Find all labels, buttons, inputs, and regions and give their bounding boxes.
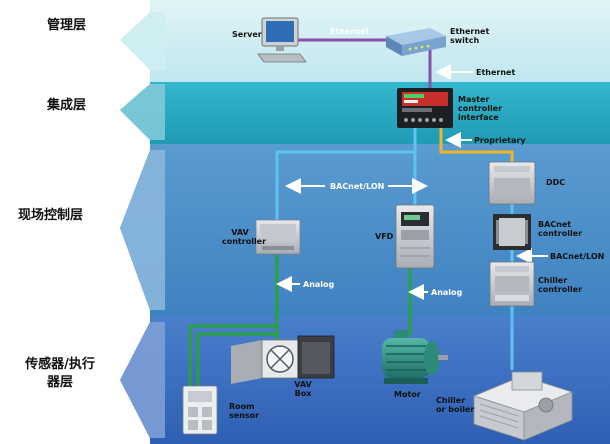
proprietary-line-to-ddc <box>439 128 514 162</box>
motor-label: Motor <box>394 390 421 399</box>
layer-label-sensor-actuator: 传感器/执行器层 <box>25 357 95 390</box>
ethernet-switch-icon <box>386 28 446 56</box>
bacnet-controller-label: BACnet controller <box>538 220 583 238</box>
vav-box-icon <box>231 335 335 384</box>
bacnet-controller-icon <box>493 214 531 250</box>
vfd-icon <box>395 204 435 269</box>
layer-label-management: 管理层 <box>47 18 87 33</box>
vav-box-label: VAV Box <box>294 380 312 398</box>
label-column-integration <box>0 82 150 144</box>
vfd-label: VFD <box>375 232 394 241</box>
analog-line-room-sensor <box>188 324 277 388</box>
label-column-sensor <box>0 317 150 444</box>
layer-label-field-control: 现场控制层 <box>18 208 84 223</box>
ddc-label: DDC <box>546 178 566 187</box>
chevron-integration <box>120 84 165 140</box>
server-label: Server <box>232 30 262 39</box>
master-controller-label: Master controller interface <box>458 95 503 122</box>
master-controller-icon <box>397 88 453 128</box>
chevron-field <box>120 150 165 310</box>
chevron-sensor <box>120 322 165 438</box>
ethernet-top-label: Ethernet <box>330 27 370 36</box>
bacnet-lon-right-label: BACnet/LON <box>550 252 605 261</box>
chevron-management <box>120 12 165 70</box>
ethernet-side-label: Ethernet <box>476 68 516 77</box>
bacnet-lon-main-label: BACnet/LON <box>330 182 385 191</box>
analog-line-room-sensor-2 <box>196 332 277 388</box>
room-sensor-icon <box>182 385 218 435</box>
label-column-field <box>0 144 150 317</box>
ethernet-switch-label: Ethernet switch <box>450 27 490 45</box>
vav-controller-icon <box>255 219 301 255</box>
analog-left-label: Analog <box>303 280 335 289</box>
chiller-boiler-icon <box>472 371 574 441</box>
label-column-management <box>0 0 150 82</box>
analog-right-label: Analog <box>431 288 463 297</box>
ddc-icon <box>488 161 536 205</box>
chiller-controller-label: Chiller controller <box>538 276 583 294</box>
server-icon <box>257 17 307 63</box>
room-sensor-label: Room sensor <box>229 402 260 420</box>
chiller-boiler-label: Chiller or boiler <box>436 396 475 414</box>
vav-controller-label: VAV controller <box>222 228 267 246</box>
proprietary-label: Proprietary <box>474 136 526 145</box>
bacnet-line-to-vav-controller <box>275 128 417 222</box>
chiller-controller-icon <box>489 261 535 307</box>
layer-label-integration: 集成层 <box>47 98 87 113</box>
motor-icon <box>382 330 448 384</box>
